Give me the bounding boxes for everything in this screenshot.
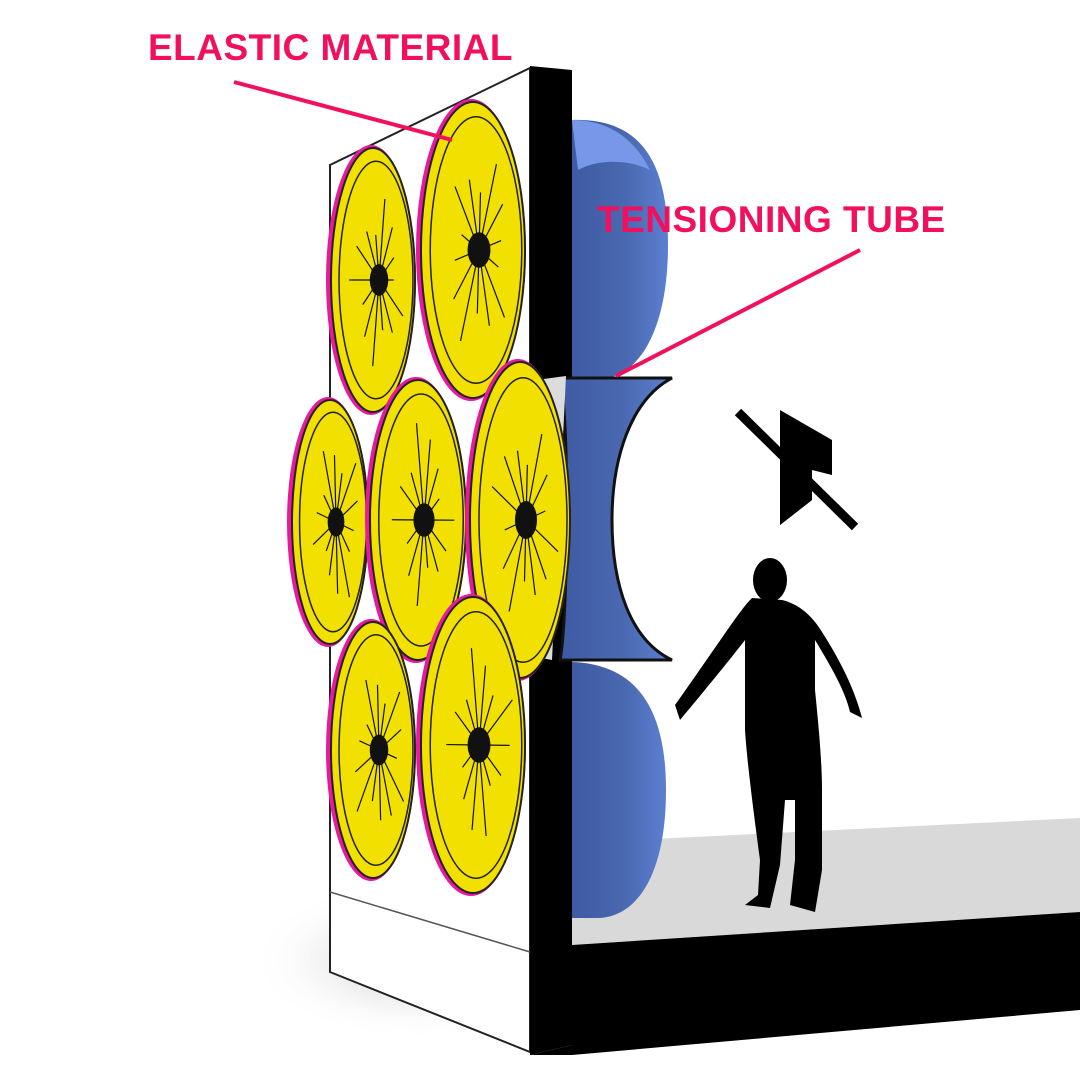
- elastic-panel-5: [465, 359, 571, 681]
- person-silhouette: [675, 558, 862, 912]
- elastic-panels: [287, 99, 571, 896]
- floor-slab: [530, 818, 1080, 1055]
- elastic-panel-7: [416, 594, 526, 896]
- elastic-panel-1: [326, 145, 416, 415]
- speaker-muted-icon: [734, 408, 859, 531]
- tensioning-tube-label: TENSIONING TUBE: [597, 199, 946, 240]
- tensioning-tube-leader: [615, 248, 861, 378]
- elastic-material-label: ELASTIC MATERIAL: [148, 27, 513, 68]
- elastic-material-leader: [233, 80, 453, 142]
- elastic-panel-6: [326, 619, 416, 881]
- elastic-panel-4: [365, 377, 467, 663]
- elastic-panel-3: [287, 397, 369, 647]
- tensioning-tube-lower: [572, 662, 666, 918]
- tensioning-tube-upper: [572, 119, 668, 378]
- elastic-panel-2: [416, 99, 526, 401]
